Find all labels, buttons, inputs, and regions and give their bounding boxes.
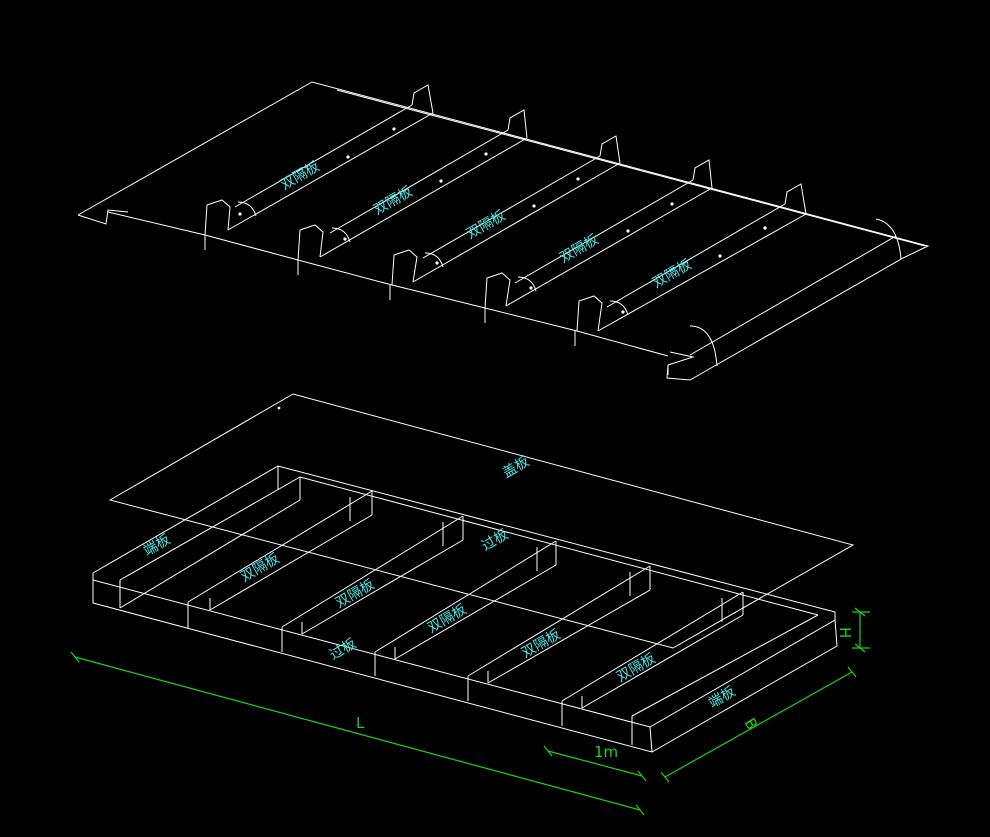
partitions xyxy=(119,490,819,717)
dimension-lines: L 1m B H xyxy=(70,607,870,816)
cover-plate-label: 盖板 xyxy=(500,454,532,482)
fold-flaps xyxy=(204,84,807,332)
dim-spacing-line xyxy=(547,750,643,777)
transition-plate-label-top: 过板 xyxy=(479,527,511,555)
marker-dots xyxy=(238,127,767,314)
dim-width-line xyxy=(664,671,853,778)
dim-spacing-label: 1m xyxy=(594,743,618,761)
partition-label-3: 双隔板 xyxy=(425,602,469,637)
end-plate-label-right: 端板 xyxy=(706,684,738,712)
strip-label-3: 双隔板 xyxy=(464,208,508,243)
strip-lines xyxy=(227,104,897,356)
strip-label-2: 双隔板 xyxy=(371,184,415,219)
dim-length-line xyxy=(74,656,641,811)
dim-width-label: B xyxy=(741,715,762,733)
end-plate-label-left: 端板 xyxy=(141,532,173,560)
front-face-verticals xyxy=(187,602,633,745)
cover-plate-outline xyxy=(108,393,855,649)
sheet-left-edge xyxy=(77,209,129,225)
dim-length-label: L xyxy=(356,714,365,732)
box-front-face xyxy=(92,580,838,753)
dim-height-label: H xyxy=(836,627,854,638)
front-fold-line xyxy=(107,211,669,357)
assembled-box-view: 盖板 端板 过板 双隔板 双隔板 过板 双隔板 双隔板 双隔板 端板 xyxy=(92,393,855,753)
fold-arrows xyxy=(204,201,902,375)
strip-label-4: 双隔板 xyxy=(557,232,601,267)
sheet-outline xyxy=(77,81,930,381)
strip-label-5: 双隔板 xyxy=(650,257,694,292)
back-fold-line xyxy=(336,89,926,247)
transition-plate-label-bottom: 过板 xyxy=(327,636,359,664)
unfolded-sheet-view: 双隔板 双隔板 双隔板 双隔板 双隔板 xyxy=(77,81,930,381)
